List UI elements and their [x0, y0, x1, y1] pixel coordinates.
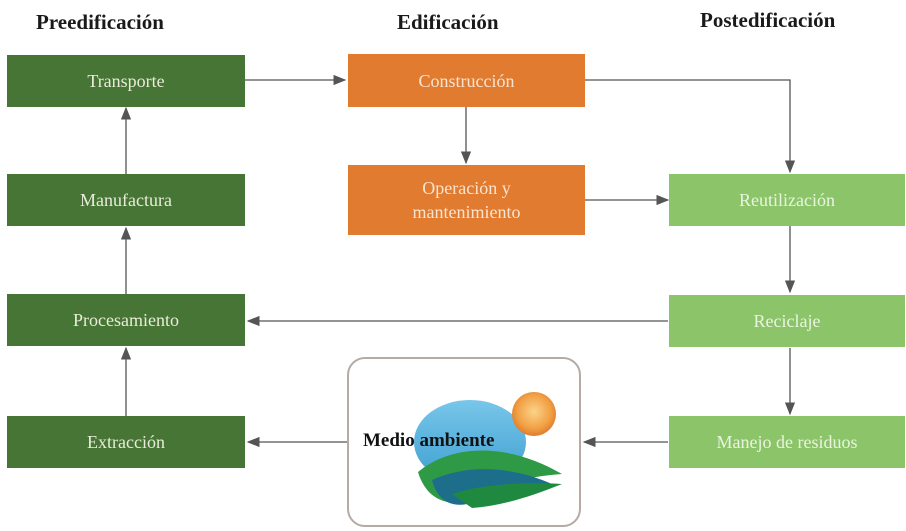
- arrow-construccion-reutilizacion: [585, 79, 796, 174]
- box-reutilizacion: Reutilización: [669, 174, 905, 226]
- environment-leaf-sun-icon: [414, 392, 562, 508]
- box-reciclaje: Reciclaje: [669, 295, 905, 347]
- medio-ambiente-label: Medio ambiente: [363, 430, 495, 451]
- header-postedificacion: Postedificación: [700, 8, 836, 32]
- header-edificacion: Edificación: [397, 10, 499, 34]
- operacion-line-2: mantenimiento: [412, 202, 521, 222]
- box-extraccion: Extracción: [7, 416, 245, 468]
- box-manufactura: Manufactura: [7, 174, 245, 226]
- box-manejo-residuos: Manejo de residuos: [669, 416, 905, 468]
- operacion-line-1: Operación y: [422, 178, 511, 198]
- header-preedificacion: Preedificación: [36, 10, 164, 34]
- box-construccion: Construcción: [348, 54, 585, 107]
- box-operacion-mantenimiento: Operación y mantenimiento: [348, 165, 585, 235]
- box-transporte: Transporte: [7, 55, 245, 107]
- box-procesamiento: Procesamiento: [7, 294, 245, 346]
